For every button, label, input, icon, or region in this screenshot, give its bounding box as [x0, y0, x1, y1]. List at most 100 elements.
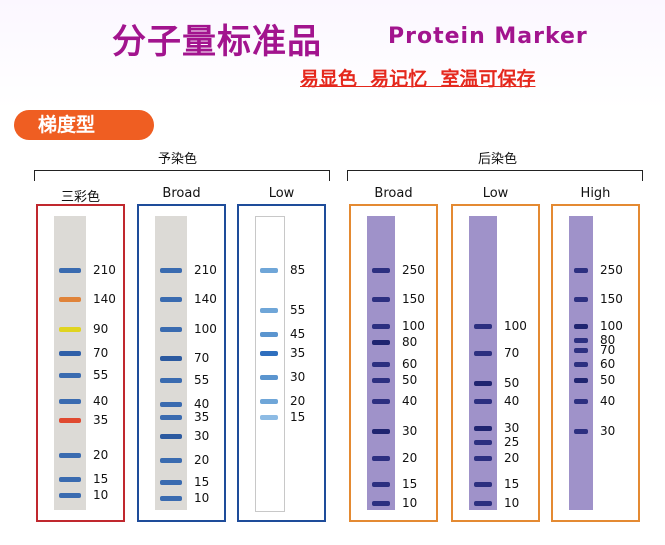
gel-strip-post-low: [469, 216, 497, 510]
mw-label-tricolor-20: 20: [93, 447, 109, 462]
mw-label-post-broad-40: 40: [402, 394, 418, 409]
band-post-low-25: [474, 439, 492, 445]
band-pre-broad-15: [160, 479, 182, 485]
mw-label-tricolor-90: 90: [93, 321, 109, 336]
mw-label-post-low-15: 15: [504, 477, 520, 492]
mw-label-post-low-50: 50: [504, 375, 520, 390]
mw-label-pre-broad-210: 210: [194, 263, 217, 277]
band-post-low-20: [474, 455, 492, 461]
mw-label-pre-low-20: 20: [290, 394, 306, 409]
bracket-poststained: [347, 170, 643, 181]
group-label-poststained: 后染色: [478, 152, 518, 167]
mw-label-pre-broad-140: 140: [194, 292, 217, 307]
mw-label-post-high-60: 60: [600, 356, 616, 371]
type-tag: 梯度型: [14, 110, 154, 140]
band-pre-broad-100: [160, 326, 182, 332]
mw-label-post-high-50: 50: [600, 372, 616, 387]
mw-label-tricolor-40: 40: [93, 394, 109, 409]
subtitle-features: 易显色 易记忆 室温可保存: [300, 68, 536, 90]
mw-label-pre-low-15: 15: [290, 410, 306, 425]
lane-label-post-broad: Broad: [374, 186, 413, 201]
band-pre-broad-35: [160, 415, 182, 421]
band-post-low-15: [474, 482, 492, 488]
band-tricolor-210: [59, 268, 81, 273]
lane-label-tricolor: 三彩色: [60, 190, 100, 205]
bracket-prestained: [34, 170, 330, 181]
lane-label-post-high: High: [580, 186, 611, 201]
lane-label-post-low: Low: [482, 186, 509, 201]
mw-label-post-high-100: 100: [600, 319, 623, 334]
band-pre-low-15: [260, 415, 278, 421]
mw-label-pre-broad-20: 20: [194, 453, 210, 468]
mw-label-post-broad-20: 20: [402, 450, 418, 465]
mw-label-pre-broad-70: 70: [194, 351, 210, 366]
band-post-high-100: [574, 324, 588, 330]
band-post-broad-60: [372, 361, 390, 367]
band-post-broad-40: [372, 399, 390, 405]
mw-label-post-low-25: 25: [504, 434, 520, 449]
lane-frame-pre-low: [237, 204, 326, 522]
band-tricolor-20: [59, 452, 81, 458]
band-pre-low-45: [260, 332, 278, 338]
lane-frame-pre-broad: [137, 204, 226, 522]
band-tricolor-35: [59, 418, 81, 424]
band-post-high-40: [574, 399, 588, 405]
lane-label-pre-low: Low: [268, 186, 295, 201]
group-label-prestained: 予染色: [158, 152, 198, 167]
mw-label-post-broad-50: 50: [402, 372, 418, 387]
band-pre-broad-40: [160, 402, 182, 407]
lane-frame-tricolor: [36, 204, 125, 522]
mw-label-post-broad-30: 30: [402, 423, 418, 438]
mw-label-tricolor-210: 210: [93, 263, 116, 277]
title-chinese: 分子量标准品: [112, 22, 322, 62]
mw-label-tricolor-55: 55: [93, 367, 109, 382]
band-tricolor-140: [59, 297, 81, 303]
mw-label-post-low-20: 20: [504, 450, 520, 465]
band-post-high-60: [574, 361, 588, 367]
band-post-broad-50: [372, 377, 390, 383]
mw-label-post-low-30: 30: [504, 421, 520, 436]
band-post-low-10: [474, 501, 492, 507]
band-post-low-40: [474, 399, 492, 405]
band-tricolor-55: [59, 372, 81, 378]
band-pre-broad-30: [160, 434, 182, 440]
mw-label-post-broad-10: 10: [402, 496, 418, 511]
mw-label-post-broad-100: 100: [402, 319, 425, 334]
mw-label-pre-broad-30: 30: [194, 429, 210, 444]
band-post-broad-250: [372, 268, 390, 273]
band-post-high-150: [574, 297, 588, 303]
mw-label-pre-broad-55: 55: [194, 372, 210, 387]
band-post-high-50: [574, 377, 588, 383]
band-post-high-80: [574, 337, 588, 343]
mw-label-pre-low-35: 35: [290, 346, 306, 361]
band-pre-broad-10: [160, 495, 182, 501]
band-pre-broad-70: [160, 356, 182, 362]
mw-label-post-broad-250: 250: [402, 263, 425, 277]
band-pre-low-55: [260, 308, 278, 314]
band-pre-broad-55: [160, 377, 182, 383]
band-post-low-50: [474, 380, 492, 386]
mw-label-pre-low-45: 45: [290, 327, 306, 342]
band-pre-broad-140: [160, 297, 182, 303]
mw-label-post-broad-80: 80: [402, 335, 418, 350]
band-post-low-70: [474, 351, 492, 357]
mw-label-post-broad-15: 15: [402, 477, 418, 492]
band-post-broad-150: [372, 297, 390, 303]
mw-label-tricolor-10: 10: [93, 488, 109, 503]
band-pre-broad-210: [160, 268, 182, 273]
mw-label-tricolor-140: 140: [93, 292, 116, 307]
band-post-broad-15: [372, 482, 390, 488]
mw-label-pre-broad-15: 15: [194, 474, 210, 489]
band-tricolor-70: [59, 351, 81, 357]
mw-label-tricolor-35: 35: [93, 413, 109, 428]
band-tricolor-90: [59, 326, 81, 332]
band-tricolor-15: [59, 477, 81, 483]
band-post-low-30: [474, 426, 492, 432]
mw-label-post-low-40: 40: [504, 394, 520, 409]
band-pre-low-85: [260, 268, 278, 273]
mw-label-post-broad-150: 150: [402, 292, 425, 307]
mw-label-post-high-80: 80: [600, 332, 616, 347]
band-post-high-70: [574, 348, 588, 354]
band-post-high-30: [574, 428, 588, 434]
lane-label-pre-broad: Broad: [162, 186, 201, 201]
